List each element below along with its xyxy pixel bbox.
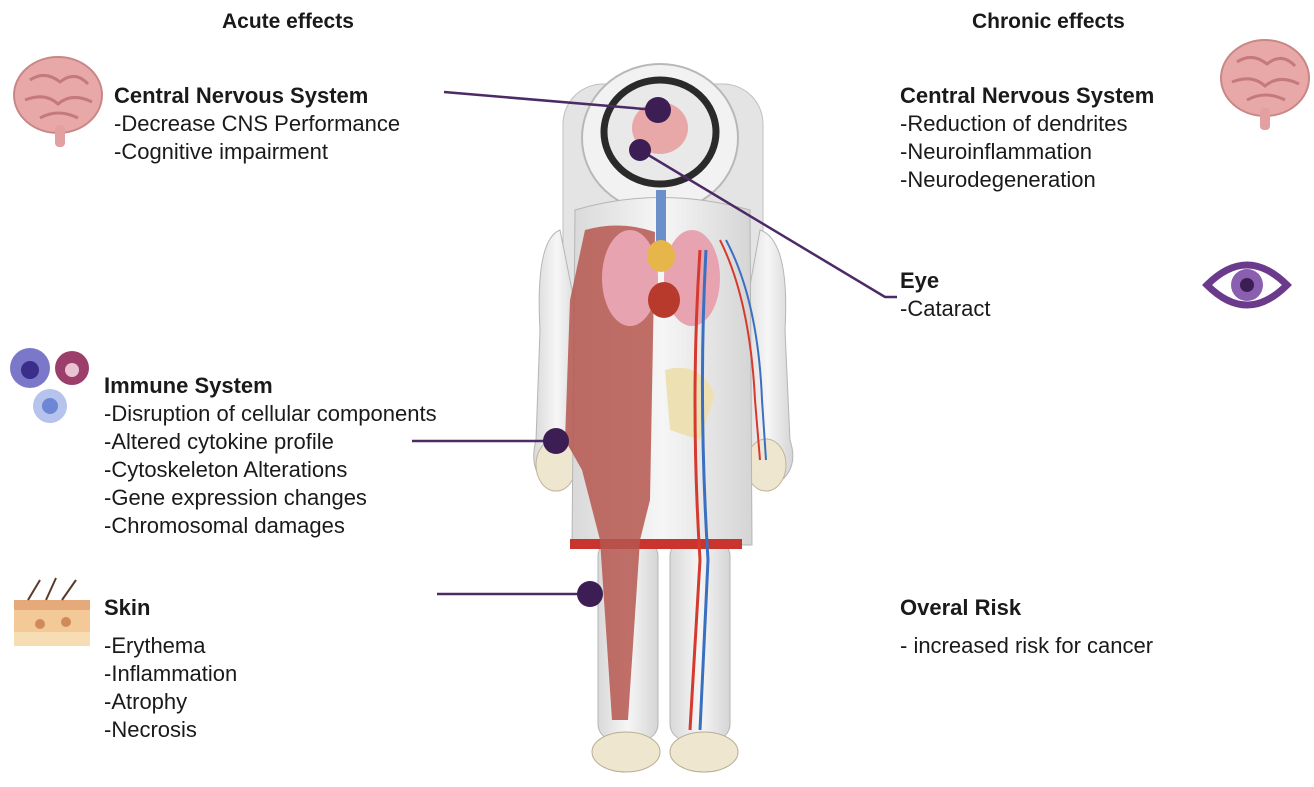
list-item: -Cytoskeleton Alterations [104,456,437,484]
list-item: -Gene expression changes [104,484,437,512]
list-item: -Cognitive impairment [114,138,400,166]
astronaut-anatomy-illustration [534,64,793,772]
list-item: -Altered cytokine profile [104,428,437,456]
list-item: -Cataract [900,295,990,323]
list-item: -Disruption of cellular components [104,400,437,428]
list-item: -Inflammation [104,660,237,688]
immune-marker [543,428,569,454]
list-item: -Necrosis [104,716,237,744]
chronic-eye-block: Eye -Cataract [900,267,990,323]
list-item: - increased risk for cancer [900,632,1153,660]
list-item: -Decrease CNS Performance [114,110,400,138]
list-item: -Atrophy [104,688,237,716]
chronic-cns-block: Central Nervous System -Reduction of den… [900,82,1154,194]
brain-icon [14,57,102,147]
acute-skin-title: Skin [104,594,237,622]
eye-icon [1207,265,1287,305]
acute-cns-title: Central Nervous System [114,82,400,110]
chronic-risk-title: Overal Risk [900,594,1153,622]
skin-marker [577,581,603,607]
chronic-eye-title: Eye [900,267,990,295]
acute-cns-block: Central Nervous System -Decrease CNS Per… [114,82,400,166]
list-item: -Erythema [104,632,237,660]
list-item: -Neurodegeneration [900,166,1154,194]
brain-marker [645,97,671,123]
acute-skin-block: Skin -Erythema -Inflammation -Atrophy -N… [104,594,237,744]
list-item: -Reduction of dendrites [900,110,1154,138]
brain-icon [1221,40,1309,130]
list-item: -Chromosomal damages [104,512,437,540]
chronic-cns-title: Central Nervous System [900,82,1154,110]
acute-immune-block: Immune System -Disruption of cellular co… [104,372,437,540]
list-item: -Neuroinflammation [900,138,1154,166]
skin-icon [14,578,90,646]
acute-immune-title: Immune System [104,372,437,400]
eye-marker [629,139,651,161]
immune-cells-icon [10,348,89,423]
chronic-risk-block: Overal Risk - increased risk for cancer [900,594,1153,660]
